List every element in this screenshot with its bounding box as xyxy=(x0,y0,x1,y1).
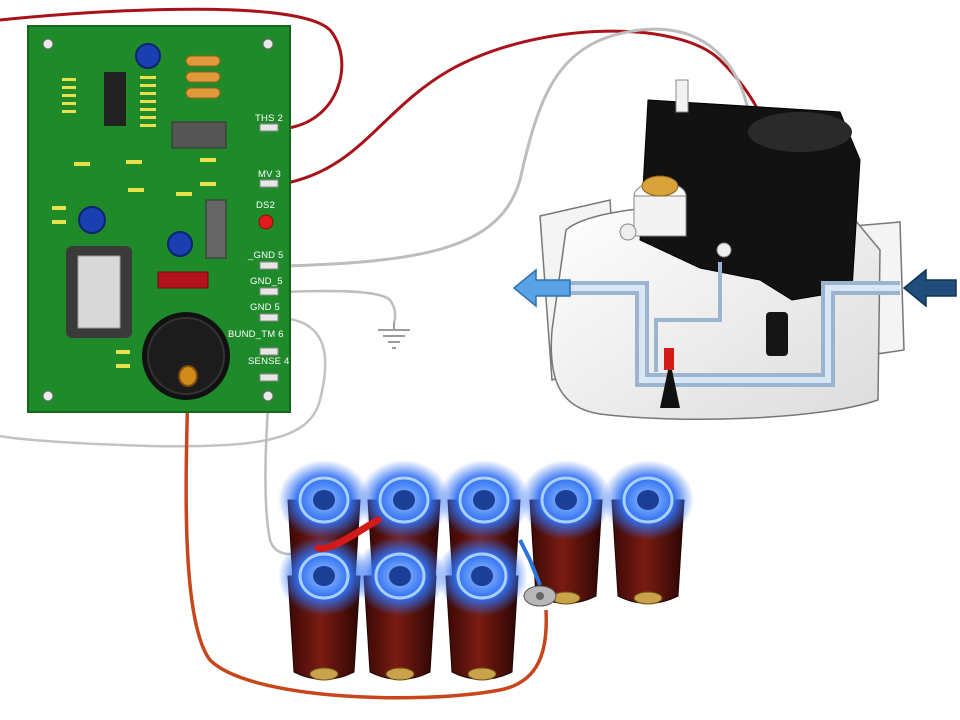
label-gnd-b: GND_5 xyxy=(250,276,283,287)
label-mv: MV 3 xyxy=(258,169,281,180)
regulator-cap xyxy=(633,175,687,237)
gas-flow-in-arrow-icon xyxy=(902,268,957,308)
control-board: THS 2 MV 3 DS2 _GND 5 GND_5 GND 5 BUND_T… xyxy=(27,25,291,413)
mounting-holes xyxy=(42,38,274,402)
label-gnd-c: GND 5 xyxy=(250,302,280,313)
wiring xyxy=(0,7,760,700)
gnd-gray-wire xyxy=(281,27,750,268)
capacitor-top xyxy=(135,43,161,69)
igniter-orange-wire xyxy=(184,384,549,700)
label-bund: BUND_TM 6 xyxy=(228,329,284,340)
relay-block xyxy=(171,121,227,149)
vertical-component xyxy=(205,199,227,259)
gas-flow-out-arrow-icon xyxy=(512,268,571,308)
burner-tube xyxy=(602,460,694,605)
burner-tube xyxy=(436,536,528,681)
label-ds2: DS2 xyxy=(256,200,275,211)
valve-seat xyxy=(660,370,680,408)
ic-pins xyxy=(62,76,156,127)
burner-tube xyxy=(278,536,370,681)
ic-chip-left xyxy=(104,72,126,126)
ground-wire xyxy=(281,289,397,323)
label-sense: SENSE 4 xyxy=(248,356,290,367)
spark-transformer xyxy=(142,312,230,400)
gas-valve xyxy=(539,79,905,421)
flame-sensor xyxy=(518,539,557,607)
terminal-tabs xyxy=(259,123,279,382)
capacitor-left xyxy=(78,206,106,234)
fuse xyxy=(157,271,209,289)
burner-tube xyxy=(354,536,446,681)
solenoid-plunger xyxy=(766,312,788,356)
igniter-electrode xyxy=(314,516,382,552)
label-ths: THS 2 xyxy=(255,113,283,124)
ground-symbol-icon xyxy=(378,322,410,349)
ths-red-wire xyxy=(0,7,344,130)
transformer xyxy=(66,246,132,338)
burner-tube xyxy=(520,460,612,605)
inductor-coil xyxy=(185,55,221,99)
led-ds2 xyxy=(258,214,274,230)
capacitor-mid xyxy=(167,231,193,257)
valve-indicator xyxy=(664,348,674,370)
mv-red-wire xyxy=(281,29,760,186)
label-gnd-a: _GND 5 xyxy=(247,250,284,261)
burner-assembly xyxy=(278,460,694,681)
resistors xyxy=(52,158,216,368)
